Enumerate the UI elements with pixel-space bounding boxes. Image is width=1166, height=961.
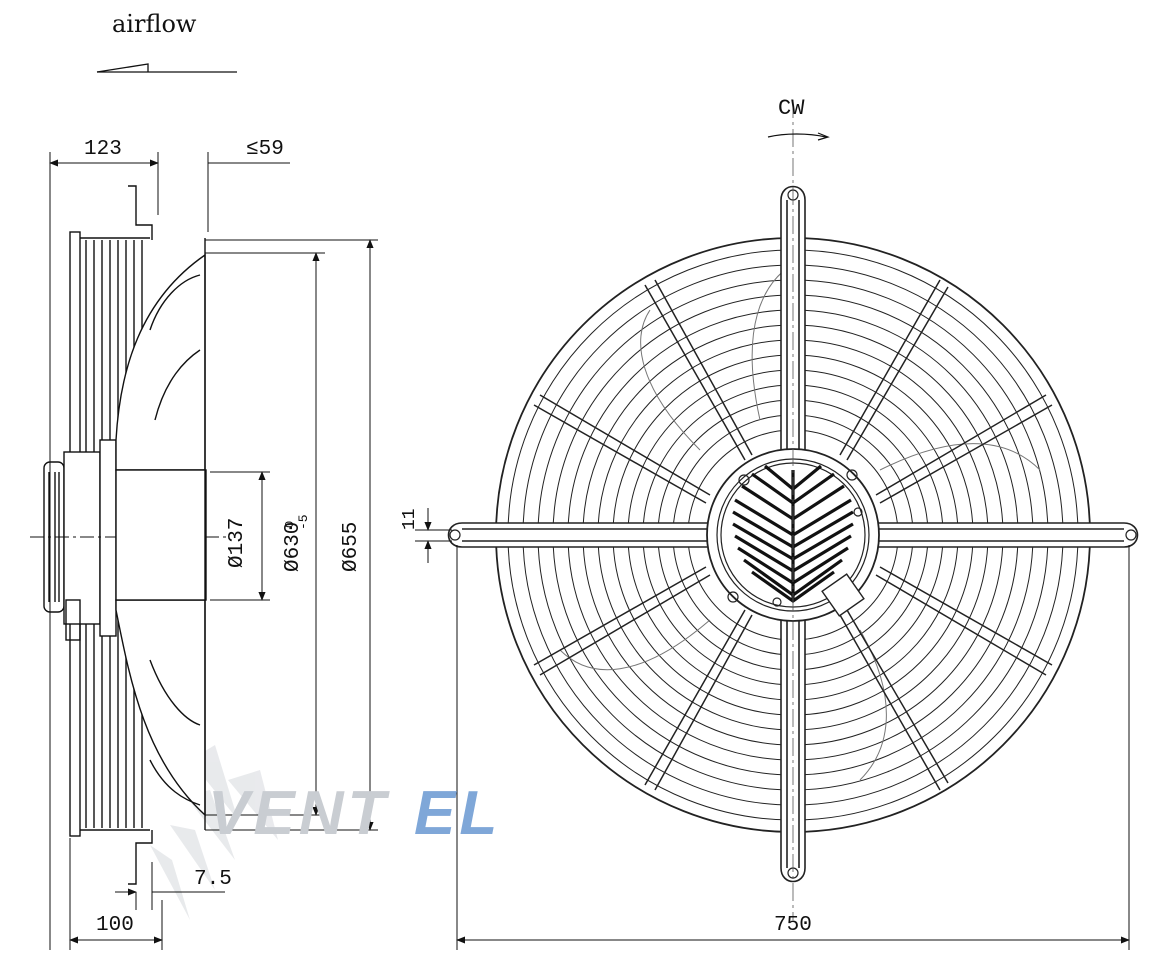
airflow-label: airflow [112, 10, 197, 38]
dim-overall-width: 750 [774, 914, 812, 937]
side-view [30, 152, 230, 950]
airflow-arrow-icon [96, 63, 237, 73]
side-dimensions [49, 159, 378, 950]
rotation-label: CW [778, 96, 805, 121]
dim-impeller-tol-bottom: -5 [296, 514, 311, 530]
dim-hole-size: 11 [400, 508, 420, 530]
dim-mount-depth: 100 [96, 914, 134, 937]
dim-housing-diameter: Ø655 [340, 521, 363, 572]
front-dimensions [415, 508, 1130, 950]
dim-impeller-tol-top: 0 [283, 520, 297, 528]
front-view [447, 100, 1139, 920]
dim-hub-diameter: Ø137 [226, 517, 249, 568]
dim-guard-depth: ≤59 [246, 138, 284, 161]
dim-inlet-depth: 123 [84, 138, 122, 161]
dim-bracket-offset: 7.5 [194, 868, 232, 891]
rotation-arrow-icon [767, 132, 830, 141]
watermark-part2: EL [414, 779, 502, 848]
watermark-part1: VENT [208, 779, 390, 848]
